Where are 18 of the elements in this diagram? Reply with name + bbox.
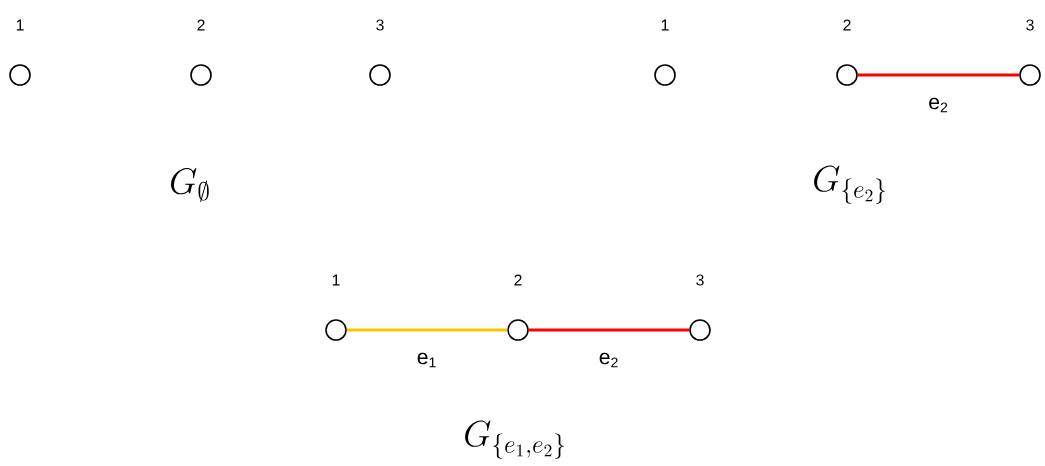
vertex-number: 1 xyxy=(332,274,340,286)
vertex-number: 2 xyxy=(197,19,205,31)
vertex-number: 1 xyxy=(661,19,669,31)
vertex-number: 3 xyxy=(696,274,704,286)
edge-line xyxy=(346,328,508,332)
vertex-number: 3 xyxy=(376,19,384,31)
vertex-number: 1 xyxy=(16,19,24,31)
graph-name: $G_{\{e_1,e_2\}}$ xyxy=(465,420,565,459)
edge-label: e$_{2}$ xyxy=(929,97,948,113)
edge-line xyxy=(857,73,1020,77)
edge-label: e$_{1}$ xyxy=(417,352,436,368)
graph-name: $G_{\emptyset}$ xyxy=(171,167,209,202)
edge-label: e$_{2}$ xyxy=(599,352,618,368)
vertex-number: 3 xyxy=(1026,19,1034,31)
graph-name: $G_{\{e_2\}}$ xyxy=(814,165,885,204)
vertex-number: 2 xyxy=(514,274,522,286)
vertex-number: 2 xyxy=(843,19,851,31)
edge-line xyxy=(528,328,690,332)
